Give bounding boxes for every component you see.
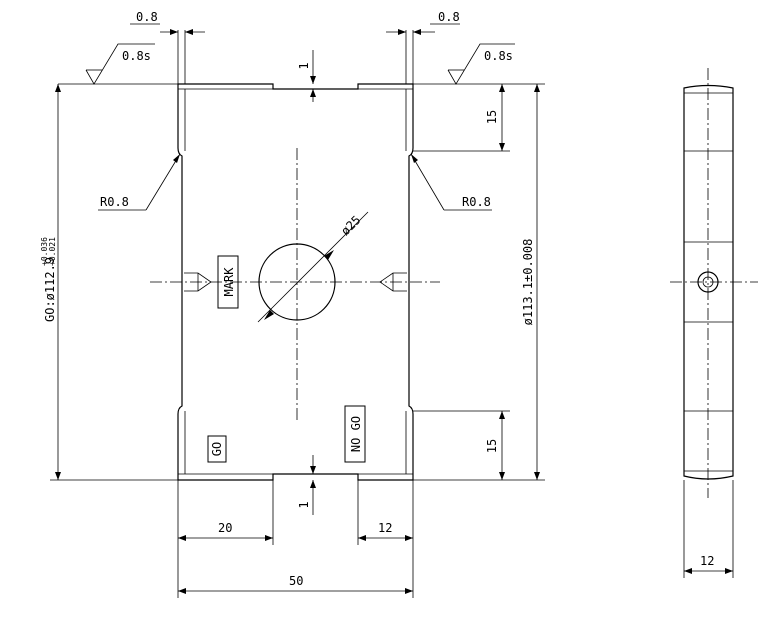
go-box: GO [207,435,227,463]
center-hole [258,243,336,321]
radius-text-left: R0.8 [100,195,129,209]
thickness-dim-left: 0.8 [130,10,205,84]
side-center-hole-outer [697,271,719,293]
width-dim-right-slot: 12 [357,480,414,598]
nogo-dim-text: ø113.1±0.008 [521,239,535,326]
go-tol-upper: +0.036 [40,237,49,266]
side-view [670,68,758,498]
roughness-symbol-left: 0.8s [58,43,178,85]
slot-depth-text-bottom: 1 [297,501,311,508]
go-dim-text: GO:ø112.9 [43,257,57,322]
radius-leader-right: R0.8 [410,153,492,211]
total-width-dim: 50 [178,574,413,594]
nogo-diameter-dim: ø113.1±0.008 [413,84,545,481]
roughness-text-right: 0.8s [484,49,513,63]
side-outline [683,84,734,480]
mark-label: MARK [222,267,236,297]
side-thickness-dim: 12 [683,480,734,578]
thickness-dim-right: 0.8 [386,10,460,84]
go-diameter-dim: GO:ø112.9 +0.036 +0.021 [40,84,178,481]
go-tol-lower: +0.021 [48,237,57,266]
center-point-right [379,272,407,292]
no-go-label: NO GO [349,416,363,452]
roughness-text-left: 0.8s [122,49,151,63]
side-center-hole-inner [702,276,714,288]
hole-diameter-text: ø25 [338,213,363,238]
no-go-box: NO GO [344,405,366,463]
radius-text-right: R0.8 [462,195,491,209]
width-text-right-slot: 12 [378,521,392,535]
edge-zone-text-top: 15 [485,110,499,124]
slot-depth-dim-bottom: 1 [297,455,316,515]
width-text-left-slot: 20 [218,521,232,535]
width-dim-left-slot: 20 [177,480,274,598]
thickness-text-right: 0.8 [438,10,460,24]
front-view [150,83,440,481]
mark-box: MARK [217,255,239,309]
thickness-text-left: 0.8 [136,10,158,24]
slot-depth-dim-top: 1 [297,50,316,102]
edge-zone-text-bottom: 15 [485,439,499,453]
edge-zone-dim-top: 15 [413,84,510,152]
slot-depth-text-top: 1 [297,62,311,69]
hole-diameter-dim: ø25 [257,211,369,323]
center-point-left [184,272,212,292]
edge-zone-dim-bottom: 15 [413,410,510,480]
side-thickness-text: 12 [700,554,714,568]
total-width-text: 50 [289,574,303,588]
radius-leader-left: R0.8 [98,153,181,211]
roughness-symbol-right: 0.8s [413,43,545,85]
go-label: GO [210,442,224,456]
